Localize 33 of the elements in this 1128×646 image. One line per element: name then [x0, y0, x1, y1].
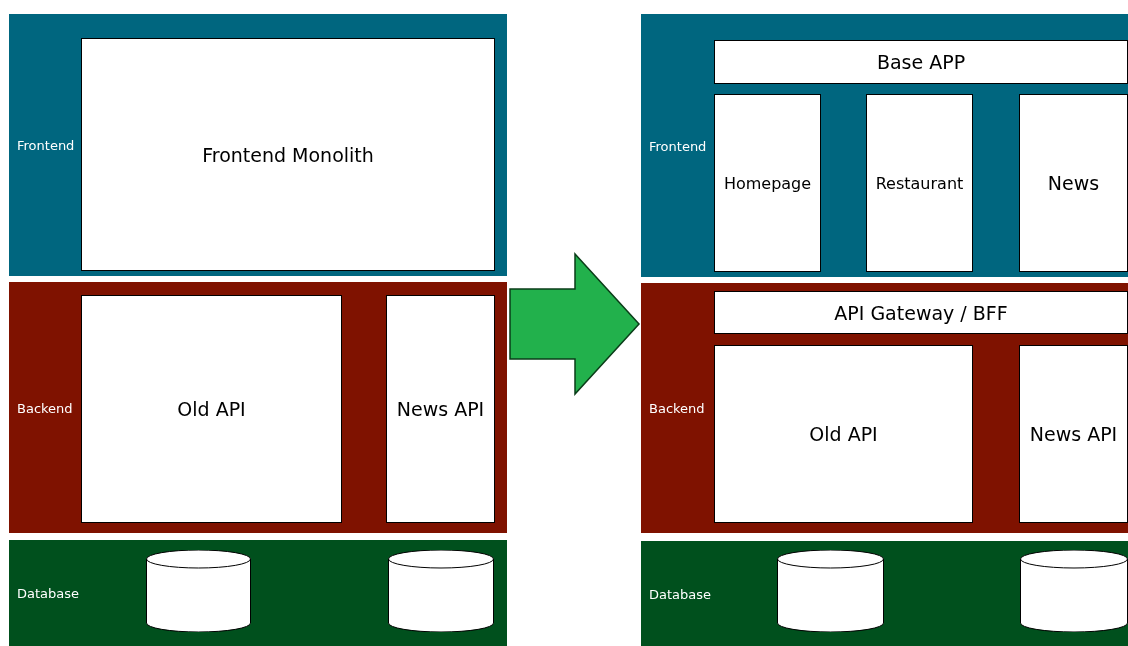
component-box: [81, 38, 495, 271]
component-box: [866, 94, 973, 272]
layer-band: [641, 541, 1128, 646]
box-label: Old API: [809, 423, 878, 445]
box-label: News API: [1029, 423, 1118, 445]
layer-band: [9, 14, 507, 276]
layer-band: [9, 540, 507, 646]
layer-label: Database: [17, 585, 80, 601]
layer-label: Frontend: [649, 138, 707, 153]
layer-label: Frontend: [17, 137, 75, 153]
box-label: News API: [396, 398, 485, 420]
box-label: Base APP: [876, 51, 966, 73]
component-box: [714, 94, 821, 272]
component-box: [81, 295, 342, 523]
box-label: Restaurant: [875, 173, 964, 193]
component-box: [1019, 94, 1128, 272]
box-label: Old API: [177, 398, 246, 420]
component-box: [714, 291, 1128, 334]
layer-band: [9, 282, 507, 533]
box-label: Homepage: [723, 173, 812, 193]
component-box: [1019, 345, 1128, 523]
component-box: [714, 40, 1128, 84]
layer-label: Backend: [649, 400, 705, 416]
box-label: Frontend Monolith: [202, 143, 374, 166]
box-label: News: [1047, 172, 1100, 194]
transition-arrow: [509, 252, 640, 396]
component-box: [714, 345, 973, 523]
layer-label: Backend: [17, 400, 73, 415]
layer-band: [641, 14, 1128, 277]
component-box: [386, 295, 495, 523]
box-label: API Gateway / BFF: [834, 301, 1008, 324]
layer-label: Database: [649, 586, 712, 601]
layer-band: [641, 283, 1128, 533]
